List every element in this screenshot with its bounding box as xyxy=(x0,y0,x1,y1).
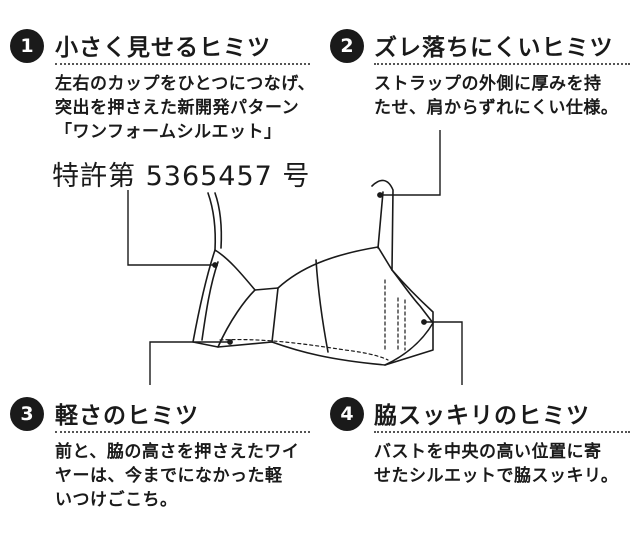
leader-line-1 xyxy=(127,190,215,266)
side-wing xyxy=(384,269,434,366)
point-description: 左右のカップをひとつにつなげ、 突出を押さえた新開発パターン 「ワンフォームシル… xyxy=(55,74,316,142)
center-gore xyxy=(254,287,279,343)
leader-line-4 xyxy=(424,321,463,385)
left-lower-edge xyxy=(217,341,273,348)
right-strap-inner xyxy=(377,191,384,249)
right-cup xyxy=(271,246,434,366)
dotted-divider xyxy=(374,63,630,65)
left-strap xyxy=(207,192,217,251)
underband-stitch xyxy=(219,338,389,361)
right-cup-seam xyxy=(315,259,329,353)
point-number-badge: 4 xyxy=(330,397,364,431)
point-title: 軽さのヒミツ xyxy=(55,403,199,429)
leader-dot-3 xyxy=(227,339,233,345)
leader-line-2 xyxy=(380,130,441,196)
leader-dot-4 xyxy=(421,319,427,325)
point-description: 前と、脇の高さを押さえたワイ ヤーは、今までになかった軽 いつけごこち。 xyxy=(55,442,300,510)
left-strap-inner xyxy=(214,192,223,249)
point-title: ズレ落ちにくいヒミツ xyxy=(374,35,614,61)
point-title: 脇スッキリのヒミツ xyxy=(374,403,590,429)
left-cup xyxy=(192,249,256,348)
dotted-divider xyxy=(55,431,310,433)
point-number-badge: 2 xyxy=(330,29,364,63)
point-description: バストを中央の高い位置に寄 せたシルエットで脇スッキリ。 xyxy=(374,442,619,486)
point-number-badge: 3 xyxy=(10,397,44,431)
dotted-divider xyxy=(374,431,630,433)
leader-line-3 xyxy=(149,341,230,385)
dotted-divider xyxy=(55,63,310,65)
point-description: ストラップの外側に厚みを持 たせ、肩からずれにくい仕様。 xyxy=(374,74,619,118)
patent-number: 特許第 5365457 号 xyxy=(52,161,311,192)
point-title: 小さく見せるヒミツ xyxy=(55,35,271,61)
point-number-badge: 1 xyxy=(10,29,44,63)
right-strap xyxy=(371,179,394,271)
leader-dot-2 xyxy=(377,192,383,198)
left-cup-seam xyxy=(201,261,219,341)
leader-dot-1 xyxy=(212,262,218,268)
